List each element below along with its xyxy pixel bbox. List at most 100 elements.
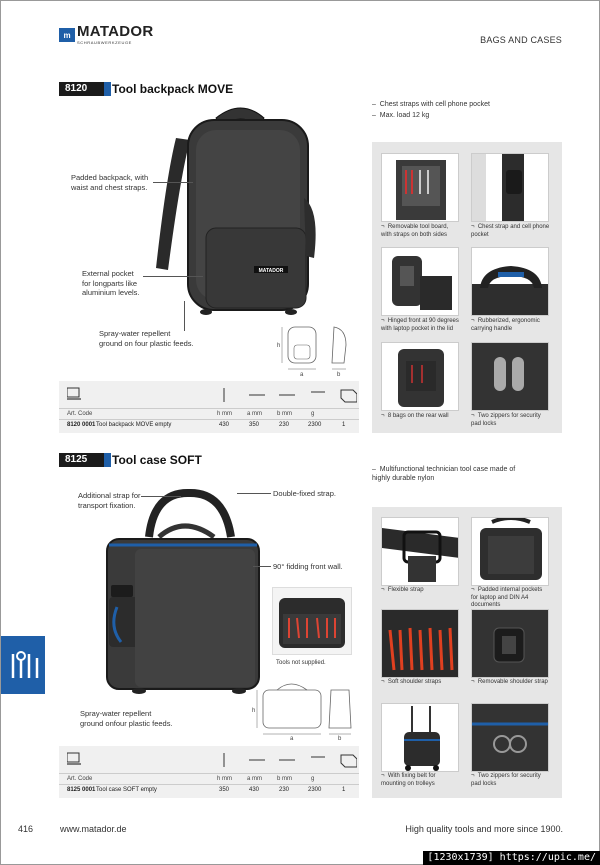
brand-logo: m MATADOR SCHRAUBWERKZEUGE <box>59 23 154 45</box>
product2-spec-table: Art. Code h mm a mm b mm g 8125 0001 Too… <box>59 746 359 798</box>
spec-head-a: a mm <box>247 411 262 417</box>
product1-bullets: – Chest straps with cell phone pocket – … <box>372 100 572 120</box>
callout-line <box>153 182 193 183</box>
spec-head-a: a mm <box>247 776 262 782</box>
product2-gallery: ¬ Flexible strap ¬ Padded internal pocke… <box>372 507 562 798</box>
section-title: BAGS AND CASES <box>480 35 562 45</box>
dim-h-label: h <box>277 343 280 349</box>
thumb-removable-strap <box>471 609 549 678</box>
chest-strap-image <box>472 154 524 221</box>
thumb-caption: ¬ Removable shoulder strap <box>471 679 548 685</box>
spec-divider <box>59 773 359 774</box>
thumb-caption: ¬ Removable tool board, with straps on b… <box>381 224 449 238</box>
watermark: [1230x1739] https://upic.me/ <box>423 851 600 865</box>
backpack-dimension-drawing: h a b <box>277 326 347 377</box>
dim-b-label: b <box>337 372 341 377</box>
thumb-internal-pockets <box>471 517 549 586</box>
hinged-front-image <box>392 256 452 310</box>
brand-name: MATADOR <box>77 23 154 40</box>
tool-board-image <box>396 160 446 220</box>
thumb-caption: ¬ Flexible strap <box>381 587 424 593</box>
product1-spec-table: Art. Code h mm a mm b mm g 8120 0001 Too… <box>59 381 359 433</box>
callout-padded-backpack: Padded backpack, with waist and chest st… <box>71 173 149 192</box>
open-case-image <box>279 598 345 648</box>
dim-a-label: a <box>300 372 304 377</box>
product1-code: 8120 <box>59 82 104 96</box>
tools-category-icon <box>11 651 39 678</box>
spec-a-value: 430 <box>249 787 260 793</box>
thumb-caption: ¬ 8 bags on the rear wall <box>381 413 449 419</box>
product2-header: 8125 <box>59 453 111 467</box>
thumb-zippers-2 <box>471 703 549 772</box>
callout-line <box>141 496 181 497</box>
spec-b-value: 230 <box>279 787 290 793</box>
callout-line <box>237 493 271 494</box>
thumb-chest-strap <box>471 153 549 222</box>
case-dimension-drawing: h a b <box>252 683 352 740</box>
spec-head-b: b mm <box>277 411 292 417</box>
spec-head-g: g <box>311 776 315 782</box>
thumb-caption: ¬ With fixing belt for mounting on troll… <box>381 773 436 787</box>
brand-logo-mark: m <box>59 28 75 42</box>
spec-g-value: 2300 <box>308 422 322 428</box>
spec-a-value: 350 <box>249 422 260 428</box>
dim-a-label: a <box>290 736 294 740</box>
thumb-caption: ¬ Padded internal pockets for laptop and… <box>471 587 543 608</box>
spec-description: Tool backpack MOVE empty <box>96 422 172 428</box>
product2-bullets: – Multifunctional technician tool case m… <box>372 465 572 483</box>
product1-header: 8120 <box>59 82 111 96</box>
category-side-tab <box>1 636 45 694</box>
spec-divider <box>59 408 359 409</box>
spec-head-b: b mm <box>277 776 292 782</box>
zippers-2-image <box>472 704 548 771</box>
backpack-brand-label: MATADOR <box>259 268 284 274</box>
product1-bullet: – Max. load 12 kg <box>372 112 430 119</box>
spec-icons-row <box>67 752 357 768</box>
tool-case-image <box>106 488 260 694</box>
spec-head-g: g <box>311 411 315 417</box>
thumb-zippers <box>471 342 549 411</box>
spec-head-art-code: Art. Code <box>67 776 93 782</box>
package-icon <box>340 754 357 768</box>
spec-h-value: 350 <box>219 787 230 793</box>
footer-url[interactable]: www.matador.de <box>60 824 127 834</box>
spec-head-art-code: Art. Code <box>67 411 93 417</box>
page-number: 416 <box>18 824 34 834</box>
internal-pockets-image <box>480 518 542 580</box>
callout-line <box>143 276 203 277</box>
product1-title: Tool backpack MOVE <box>112 82 234 96</box>
product2-code: 8125 <box>59 453 104 467</box>
thumb-handle <box>471 247 549 316</box>
thumb-caption: ¬ Rubberized, ergonomic carrying handle <box>471 318 540 332</box>
thumb-trolley-belt <box>381 703 459 772</box>
removable-strap-image <box>472 610 548 677</box>
spec-g-value: 2300 <box>308 787 322 793</box>
spec-art-code: 8120 0001 <box>67 422 96 428</box>
thumb-shoulder-straps <box>381 609 459 678</box>
callout-external-pocket: External pocket for longparts like alumi… <box>82 269 140 297</box>
spec-b-value: 230 <box>279 422 290 428</box>
backpack-image: MATADOR <box>156 107 316 315</box>
brand-subtitle: SCHRAUBWERKZEUGE <box>77 40 132 45</box>
spec-head-h: h mm <box>217 776 232 782</box>
product2-badge-accent <box>104 453 111 467</box>
spec-qty-value: 1 <box>342 422 346 428</box>
callout-spray-water-2: Spray-water repellent ground onfour plas… <box>80 709 173 728</box>
thumb-rear-bags <box>381 342 459 411</box>
thumb-caption: ¬ Chest strap and cell phone pocket <box>471 224 550 238</box>
handle-image <box>472 266 548 315</box>
spec-head-h: h mm <box>217 411 232 417</box>
callout-spray-water: Spray-water repellent ground on four pla… <box>99 329 194 348</box>
thumb-caption: ¬ Hinged front at 90 degrees with laptop… <box>381 318 459 332</box>
callout-folding-wall: 90° fidding front wall. <box>273 562 343 571</box>
flexible-strap-image <box>382 528 458 582</box>
spec-h-value: 430 <box>219 422 230 428</box>
spec-qty-value: 1 <box>342 787 346 793</box>
thumb-caption: ¬ Two zippers for security pad locks <box>471 773 541 787</box>
footer-tagline: High quality tools and more since 1900. <box>405 824 563 834</box>
trolley-belt-image <box>404 706 440 771</box>
thumb-caption: ¬ Soft shoulder straps <box>381 679 442 685</box>
thumb-flexible-strap <box>381 517 459 586</box>
spec-divider <box>59 419 359 420</box>
